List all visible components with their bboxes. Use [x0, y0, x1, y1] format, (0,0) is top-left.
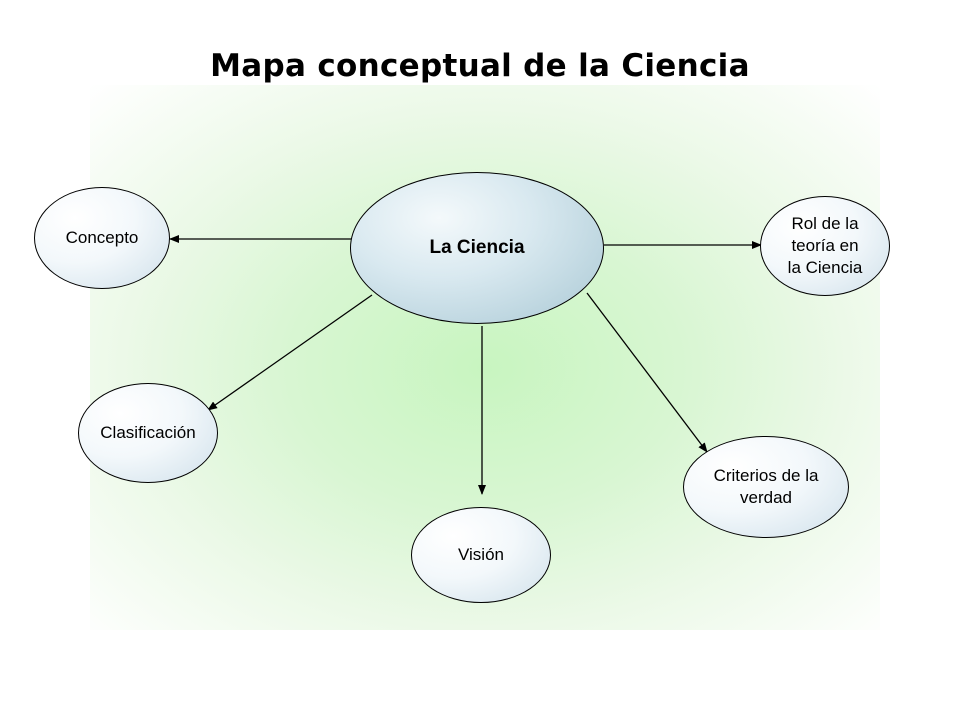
node-la-ciencia: La Ciencia: [350, 172, 604, 324]
node-vision: Visión: [411, 507, 551, 603]
node-concepto: Concepto: [34, 187, 170, 289]
node-criterios-verdad-label: Criterios de la verdad: [713, 465, 819, 507]
node-clasificacion: Clasificación: [78, 383, 218, 483]
diagram-title: Mapa conceptual de la Ciencia: [210, 48, 750, 84]
node-concepto-label: Concepto: [65, 227, 139, 247]
node-rol-teoria-label: Rol de la teoría en la Ciencia: [787, 213, 863, 278]
node-criterios-verdad: Criterios de la verdad: [683, 436, 849, 538]
node-rol-teoria: Rol de la teoría en la Ciencia: [760, 196, 890, 296]
node-clasificacion-label: Clasificación: [100, 422, 196, 442]
node-vision-label: Visión: [458, 544, 504, 564]
arrow-to-clasificacion: [207, 294, 373, 411]
arrow-to-criterios: [586, 292, 708, 453]
node-la-ciencia-label: La Ciencia: [429, 236, 525, 258]
